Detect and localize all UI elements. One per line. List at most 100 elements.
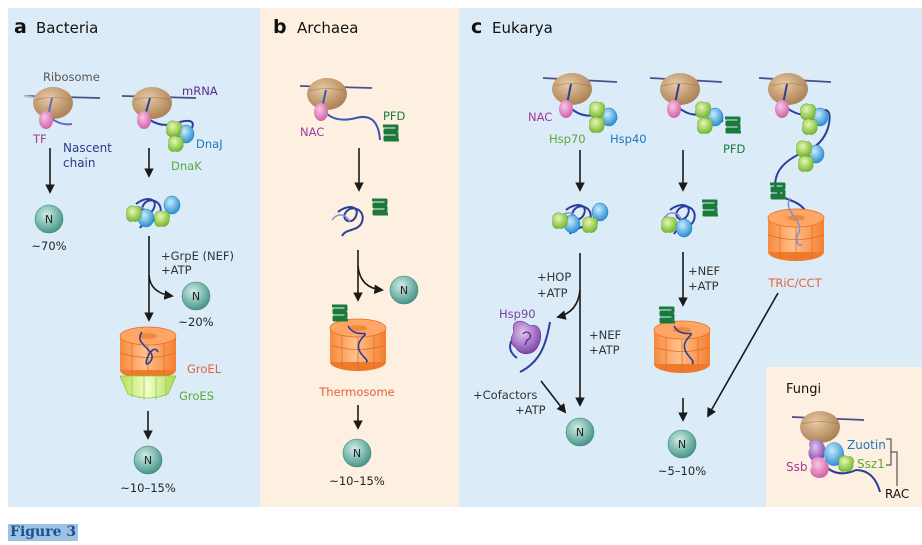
- hsp70-icon: [800, 103, 816, 120]
- tric-icon: [653, 320, 711, 374]
- hsp70-icon: [582, 216, 598, 233]
- mrna-label: mRNA: [182, 84, 218, 98]
- hsp70-icon: [695, 101, 711, 118]
- panel-b-title: b Archaea: [273, 16, 358, 38]
- arrow-hsp90-native: [540, 380, 567, 414]
- hsp70-icon: [589, 101, 605, 118]
- nac-icon: [667, 100, 681, 118]
- nef-atp-label: +ATP: [589, 343, 620, 357]
- pfd-label: PFD: [723, 142, 746, 156]
- dnak-icon: [168, 135, 184, 152]
- zuotin-label: Zuotin: [847, 438, 886, 452]
- nac-label: NAC: [528, 110, 552, 124]
- panel-title: Bacteria: [36, 19, 98, 37]
- ssz1-icon: [838, 455, 854, 472]
- hsp70-icon: [697, 117, 713, 134]
- ribosome-icon: [767, 72, 809, 106]
- ssb-icon: [810, 457, 829, 478]
- nef-label: +NEF: [688, 264, 720, 278]
- dnak-label: DnaK: [171, 159, 202, 173]
- arrow-branch-native: [357, 265, 384, 295]
- ribosome-nac-hsp70-complex: [542, 72, 618, 133]
- tric-pfd-complex: [653, 306, 711, 374]
- hsp70-icon: [589, 116, 605, 133]
- arrow-cotranslational-native: [707, 292, 779, 418]
- trigger-factor-icon: [137, 111, 151, 129]
- yield-direct: ~70%: [31, 239, 66, 253]
- dnak-icon: [126, 205, 142, 222]
- panel-title: Archaea: [297, 19, 358, 37]
- tric-icon: [767, 208, 825, 262]
- rac-bracket: [886, 438, 898, 486]
- ribosome-icon: [551, 72, 593, 106]
- hsp70-icon: [802, 118, 818, 135]
- rac-label: RAC: [885, 487, 909, 501]
- nac-icon: [559, 100, 573, 118]
- native-label: N: [400, 284, 408, 297]
- native-label: N: [45, 213, 53, 226]
- hsp70-icon: [796, 140, 812, 157]
- nascent-chain-label-2: chain: [63, 156, 96, 170]
- arrow-to-hsp90: [556, 289, 581, 320]
- nac-label: NAC: [300, 125, 324, 139]
- tric-label: TRiC/CCT: [767, 276, 822, 290]
- native-label: N: [353, 447, 361, 460]
- hsp40-label: Hsp40: [610, 132, 647, 146]
- ssb-label: Ssb: [786, 460, 808, 474]
- yield-dnak: ~20%: [178, 315, 213, 329]
- ribosome-icon: [131, 86, 173, 120]
- yield-groel: ~10–15%: [120, 481, 176, 495]
- ssz1-label: Ssz1: [857, 457, 885, 471]
- panel-letter: c: [471, 16, 482, 38]
- dnaj-label: DnaJ: [196, 137, 223, 151]
- ribosome-label: Ribosome: [43, 70, 100, 84]
- panel-c-title: c Eukarya: [471, 16, 553, 38]
- groel-label: GroEL: [187, 362, 222, 376]
- native-label: N: [678, 438, 686, 451]
- ribosome-dnak-complex: [121, 86, 197, 152]
- hop-label: +HOP: [537, 270, 571, 284]
- ribosome-icon: [799, 410, 841, 444]
- native-label: N: [576, 426, 584, 439]
- panel-letter: b: [273, 16, 287, 38]
- panel-a-title: a Bacteria: [14, 16, 98, 38]
- ribosome-icon: [659, 72, 701, 106]
- hsp90-icon: [510, 320, 542, 355]
- native-label: N: [192, 290, 200, 303]
- ribosome-hsp70-tric-complex: [758, 72, 832, 262]
- native-label: N: [144, 454, 152, 467]
- arrow-branch-native: [148, 274, 174, 300]
- trigger-factor-icon: [39, 111, 53, 129]
- ribosome-nac-pfd-complex: [299, 77, 401, 142]
- nef-atp-label: +ATP: [688, 279, 719, 293]
- hsp70-icon: [552, 212, 568, 229]
- hsp70-icon: [798, 155, 814, 172]
- groel-groes-complex: [119, 326, 177, 400]
- groel-icon: [119, 326, 177, 380]
- hsp90-label: Hsp90: [499, 307, 536, 321]
- thermosome-label: Thermosome: [318, 385, 394, 399]
- nef-label: +NEF: [589, 328, 621, 342]
- nac-icon: [775, 100, 789, 118]
- fungi-inset-background: [766, 367, 922, 507]
- ribosome-tf-complex: [23, 86, 101, 129]
- ssb-icon: [808, 439, 826, 462]
- tf-label: TF: [32, 132, 47, 146]
- atp-label: +ATP: [161, 263, 192, 277]
- hsp90-bound-substrate: [509, 320, 551, 373]
- dnak-icon: [166, 120, 182, 137]
- ribosome-rac-ssb-complex: [791, 410, 881, 493]
- dnak-icon: [154, 210, 170, 227]
- panel-letter: a: [14, 16, 27, 38]
- grpe-label: +GrpE (NEF): [161, 249, 234, 263]
- panel-title: Eukarya: [492, 19, 553, 37]
- hsp70-label: Hsp70: [549, 132, 586, 146]
- fungi-title: Fungi: [786, 382, 821, 397]
- nac-icon: [314, 103, 328, 121]
- thermosome-complex: [329, 304, 387, 372]
- hsp40-icon: [675, 218, 693, 238]
- panel-b-background: [260, 8, 459, 507]
- groes-label: GroES: [179, 389, 214, 403]
- hop-atp-label: +ATP: [537, 286, 568, 300]
- hsp70-icon: [661, 216, 677, 233]
